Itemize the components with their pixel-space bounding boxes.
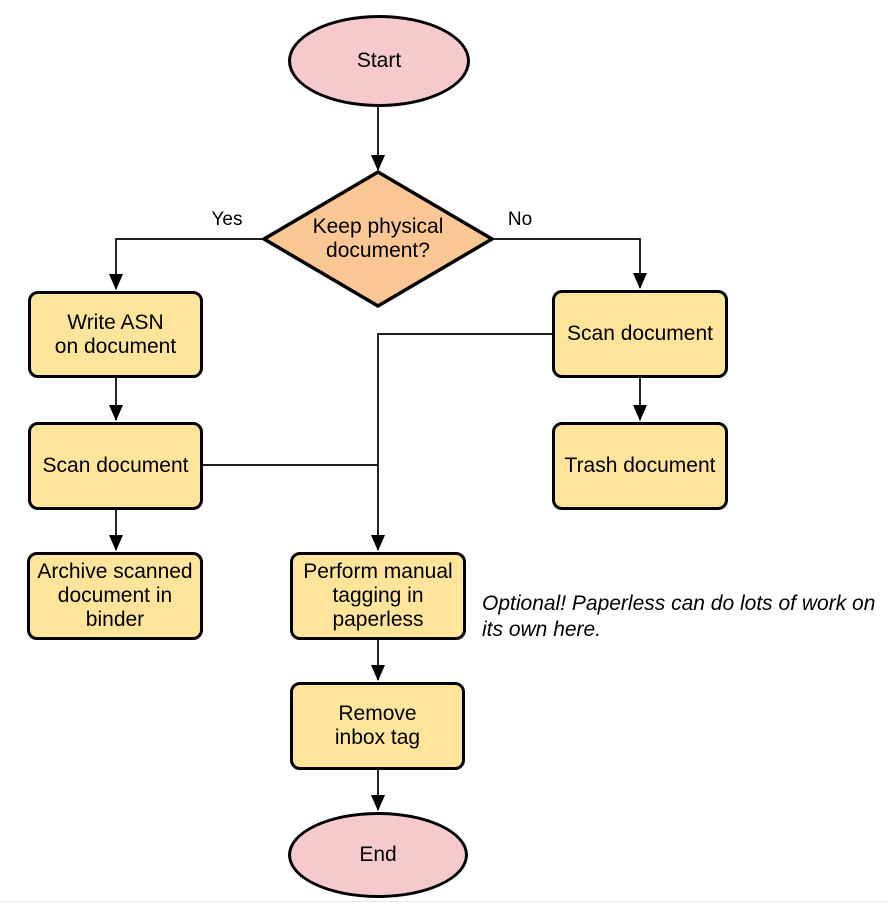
- node-scan-document-right: Scan document: [552, 290, 728, 378]
- edge-scan-right-tagging: [371, 333, 552, 551]
- node-remove-inbox-tag-label: Remove inbox tag: [334, 702, 421, 749]
- node-scan-document-left: Scan document: [28, 422, 203, 510]
- node-write-asn: Write ASN on document: [28, 291, 203, 378]
- node-start-label: Start: [356, 49, 402, 72]
- node-decision-label: Keep physical document?: [312, 215, 444, 262]
- node-manual-tagging: Perform manual tagging in paperless: [290, 552, 466, 640]
- node-manual-tagging-label: Perform manual tagging in paperless: [303, 560, 453, 631]
- node-archive-binder: Archive scanned document in binder: [27, 552, 203, 640]
- node-end: End: [288, 812, 468, 898]
- optional-note: Optional! Paperless can do lots of work …: [482, 592, 876, 641]
- edge-label-no: No: [507, 209, 533, 230]
- node-archive-binder-label: Archive scanned document in binder: [37, 560, 193, 631]
- edge-decision-scan-right: [492, 238, 647, 289]
- node-end-label: End: [359, 843, 397, 866]
- node-trash-document-label: Trash document: [564, 454, 716, 477]
- node-write-asn-label: Write ASN on document: [54, 310, 177, 358]
- bottom-divider: [0, 901, 888, 902]
- node-start: Start: [288, 15, 470, 107]
- decision-diamond-shape: [262, 170, 494, 308]
- edge-label-yes: Yes: [211, 209, 243, 230]
- edge-decision-write-asn: [109, 238, 264, 290]
- node-remove-inbox-tag: Remove inbox tag: [290, 682, 465, 770]
- node-trash-document: Trash document: [552, 422, 728, 510]
- node-scan-document-left-label: Scan document: [42, 454, 189, 477]
- node-scan-document-right-label: Scan document: [567, 322, 713, 345]
